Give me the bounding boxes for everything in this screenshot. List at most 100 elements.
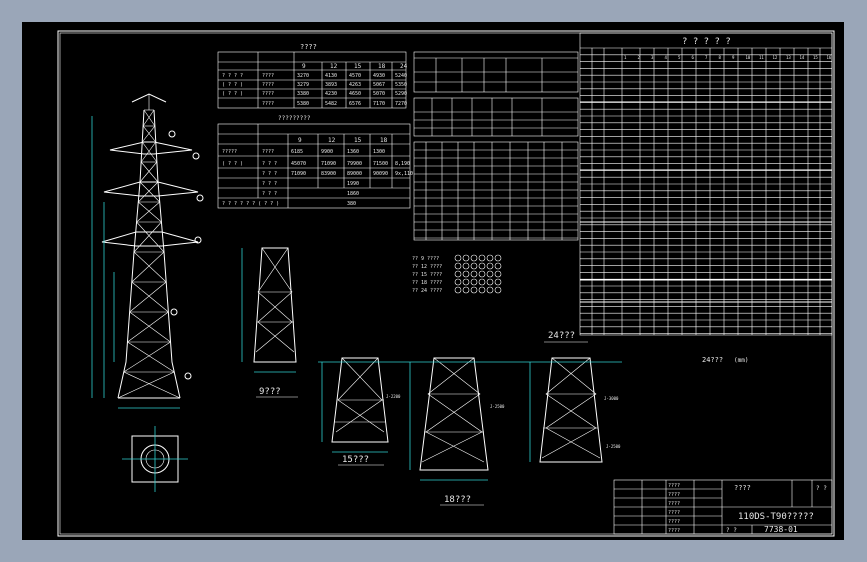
table-cell: 3380 <box>297 91 309 97</box>
column-header: 18 <box>380 137 388 144</box>
legend-text: ?? 24 ???? <box>412 288 442 294</box>
column-header: 13 <box>786 55 791 60</box>
table-cell: 79900 <box>347 161 362 167</box>
column-header: 9 <box>302 63 306 70</box>
column-header: 14 <box>800 55 805 60</box>
column-header: 3 <box>651 55 654 60</box>
table-cell: 45070 <box>291 161 306 167</box>
title-drawing-no: 7738-01 <box>764 525 798 534</box>
table-cell: 4263 <box>349 82 361 88</box>
drawing-canvas[interactable]: 9??? 15??? 18??? <box>22 22 844 540</box>
outer-frame <box>57 30 835 537</box>
title-row-text: ???? <box>668 510 680 516</box>
table-cell: ? ? ? <box>262 181 277 187</box>
label-unit: (mm) <box>734 357 748 364</box>
legend-text: ?? 18 ???? <box>412 280 442 286</box>
table-cell: 380 <box>347 201 356 207</box>
table-cell: 90090 <box>373 171 388 177</box>
table-cell: 5482 <box>325 101 337 107</box>
table-cell: ???? <box>262 91 274 97</box>
table-cell: 89000 <box>347 171 362 177</box>
column-header: 12 <box>330 63 338 70</box>
table-cell: 1300 <box>373 149 385 155</box>
table-cell: 4930 <box>373 73 385 79</box>
table-cell: 4230 <box>325 91 337 97</box>
column-header: 5 <box>678 55 681 60</box>
column-header: 8 <box>719 55 722 60</box>
column-header: 15 <box>354 137 362 144</box>
table-cell: ? ? ? <box>262 191 277 197</box>
title-drawing-name: 110DS-T90????? <box>738 512 814 522</box>
note-4: J-2500 <box>606 444 621 449</box>
table-cell: ???? <box>262 149 274 155</box>
title-block: ???? ? ? 110DS-T90????? ? ? 7738-01 ????… <box>613 479 833 535</box>
column-header: 12 <box>773 55 778 60</box>
table-cell: ? ? ? ? ? ? ( ? ? ) <box>222 201 279 207</box>
legend-text: ?? 9 ???? <box>412 256 439 262</box>
legend-block: ?? 9 ???? ?? 12 ???? ?? 15 ???? ?? 18 ?????… <box>412 254 502 294</box>
table-cell: 4130 <box>325 73 337 79</box>
title-row-text: ???? <box>668 528 680 534</box>
label-leg9: 9??? <box>259 387 281 397</box>
table-cell: 7270 <box>395 101 407 107</box>
table-cell: ????? <box>222 149 237 155</box>
table-cell: 1990 <box>347 181 359 187</box>
table-cell: 6185 <box>291 149 303 155</box>
table-cell: ( ? ? ) <box>222 82 243 88</box>
column-header: 2 <box>638 55 641 60</box>
label-leg18: 18??? <box>444 495 471 505</box>
legend-text: ?? 15 ???? <box>412 272 442 278</box>
svg-text:? ? ? ? ?: ? ? ? ? ? <box>682 37 731 47</box>
column-header: 6 <box>692 55 695 60</box>
column-header: 11 <box>759 55 764 60</box>
title-sheet: ? ? <box>816 485 827 492</box>
label-leg24: 24??? <box>548 331 575 341</box>
table-cell: ???? <box>262 73 274 79</box>
note-2: J-2500 <box>490 404 505 409</box>
column-header: 18 <box>378 63 386 70</box>
column-header: 15 <box>354 63 362 70</box>
table-cell: 3893 <box>325 82 337 88</box>
table-cell: 4650 <box>349 91 361 97</box>
table-cell: 1360 <box>347 149 359 155</box>
note-1: J-2200 <box>386 394 401 399</box>
table-cell: 8,190 <box>395 161 410 167</box>
column-header: 9 <box>732 55 735 60</box>
column-header: 7 <box>705 55 708 60</box>
main-tower <box>91 93 204 409</box>
table-cell: 9x,110 <box>395 171 413 177</box>
column-header: 10 <box>746 55 751 60</box>
column-header: 1 <box>624 55 627 60</box>
table-cell: ? ? ? <box>262 171 277 177</box>
label-leg24b: 24??? <box>702 356 723 364</box>
label-leg15: 15??? <box>342 455 369 465</box>
table-cell: 3279 <box>297 82 309 88</box>
table-cell: 4570 <box>349 73 361 79</box>
table-cell: 5240 <box>395 73 407 79</box>
table-cell: 83900 <box>321 171 336 177</box>
tower-drawing: 9??? 15??? 18??? <box>57 30 835 537</box>
title-row-text: ???? <box>668 501 680 507</box>
table-cell: 9900 <box>321 149 333 155</box>
title-row-text: ???? <box>668 519 680 525</box>
table-cell: ???? <box>262 82 274 88</box>
table-cell: 5070 <box>373 91 385 97</box>
leg-24 <box>318 357 622 463</box>
title-company: ???? <box>734 484 751 492</box>
table-cell: 7170 <box>373 101 385 107</box>
note-3: J-3000 <box>604 396 619 401</box>
leg-15 <box>321 357 389 453</box>
center-tables <box>413 51 579 241</box>
column-header: 15 <box>813 55 818 60</box>
table-cell: 5067 <box>373 82 385 88</box>
column-header: 24 <box>400 63 408 70</box>
table-cell: ???? <box>262 101 274 107</box>
title-row-text: ???? <box>668 492 680 498</box>
leg-9 <box>241 247 297 373</box>
legend-text: ?? 12 ???? <box>412 264 442 270</box>
table-cell: ? ? ? <box>262 161 277 167</box>
svg-text:?????????: ????????? <box>278 115 311 122</box>
title-row-text: ???? <box>668 483 680 489</box>
